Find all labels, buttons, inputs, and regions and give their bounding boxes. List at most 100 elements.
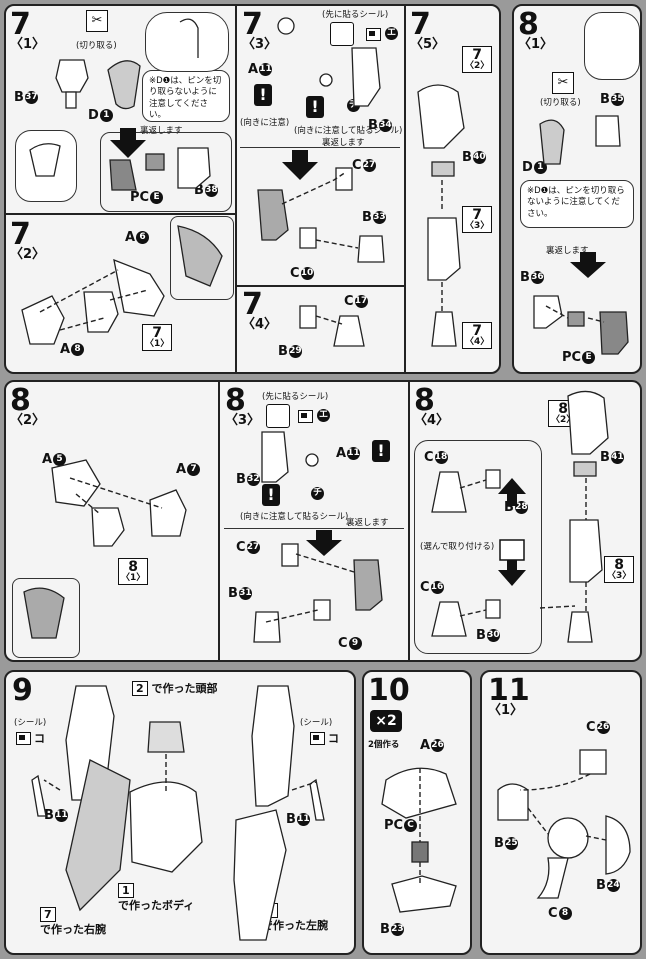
part-label-b25: B25 bbox=[494, 836, 518, 851]
part-drawing bbox=[573, 461, 597, 477]
assembly-line bbox=[75, 493, 101, 515]
part-drawing bbox=[485, 599, 501, 619]
part-drawing bbox=[599, 311, 629, 355]
assembly-line bbox=[295, 553, 355, 573]
part-label-b41: B41 bbox=[600, 450, 624, 465]
part-drawing bbox=[23, 587, 65, 639]
ref-box-7-1: 7〈1〉 bbox=[142, 324, 173, 351]
part-label-b37: B37 bbox=[14, 90, 38, 105]
part-label-b38: B38 bbox=[194, 183, 218, 198]
ref-box-8-1: 8〈1〉 bbox=[118, 558, 149, 585]
assembly-line bbox=[539, 605, 576, 609]
part-drawing bbox=[353, 559, 383, 611]
arrow-down-icon bbox=[498, 558, 526, 586]
assembly-line bbox=[39, 269, 119, 313]
part-drawing bbox=[55, 59, 89, 93]
part-drawing bbox=[147, 721, 185, 753]
part-drawing bbox=[309, 778, 325, 821]
caution-note: ※D❶は、ピンを切り取らないように注意してください。 bbox=[142, 70, 230, 122]
sticker-sheet-icon bbox=[330, 22, 354, 46]
caution-sticker-label: (向きに注意して貼るシール) bbox=[294, 126, 403, 136]
cut-label: (切り取る) bbox=[540, 98, 581, 108]
part-drawing bbox=[497, 783, 529, 821]
part-label-b23: B23 bbox=[380, 922, 404, 937]
part-drawing bbox=[107, 60, 141, 110]
sticker-code-chi: チ bbox=[311, 487, 324, 500]
head-ref: 2 で作った頭部 bbox=[132, 680, 218, 696]
part-label-c18: C18 bbox=[424, 450, 448, 465]
result-box bbox=[100, 132, 232, 212]
part-label-b11: B11 bbox=[286, 812, 310, 827]
part-label-b24: B24 bbox=[596, 878, 620, 893]
step-8-2-number: 8〈2〉 bbox=[10, 383, 46, 428]
assembly-line bbox=[459, 479, 487, 489]
part-drawing bbox=[391, 875, 457, 913]
step-8-1-number: 8〈1〉 bbox=[518, 7, 554, 52]
assembly-line bbox=[519, 773, 591, 791]
multiplier-badge: ×2 bbox=[370, 710, 402, 732]
choose-label: (選んで取り付ける) bbox=[420, 542, 495, 552]
part-drawing bbox=[65, 91, 77, 109]
sticker-code-e: エ bbox=[317, 409, 330, 422]
part-label-b11: B11 bbox=[44, 808, 68, 823]
step-7-3-number: 7〈3〉 bbox=[242, 7, 278, 52]
flip-label: 裏返します bbox=[346, 518, 389, 528]
seal-code: コ bbox=[34, 732, 45, 745]
part-drawing bbox=[319, 73, 333, 87]
make-two-label: 2個作る bbox=[368, 740, 400, 750]
part-drawing bbox=[357, 235, 385, 263]
inset-box bbox=[12, 578, 80, 658]
part-drawing bbox=[251, 685, 295, 807]
part-drawing bbox=[179, 18, 199, 58]
arrow-down-icon bbox=[570, 252, 606, 278]
part-drawing bbox=[313, 599, 331, 621]
part-drawing bbox=[177, 147, 211, 189]
sticker-first-label: (先に貼るシール) bbox=[322, 10, 389, 20]
part-drawing bbox=[83, 291, 119, 333]
part-drawing bbox=[51, 459, 101, 507]
part-label-b36: B36 bbox=[520, 270, 544, 285]
inset-box bbox=[170, 216, 234, 300]
part-label-b33: B33 bbox=[362, 210, 386, 225]
arrow-down-icon bbox=[282, 150, 318, 180]
ref-box-7-3: 7〈3〉 bbox=[462, 206, 493, 233]
divider bbox=[218, 380, 220, 662]
sticker-sheet-icon bbox=[266, 404, 290, 428]
nipper-icon: ✂ bbox=[552, 72, 574, 94]
step-8-3-number: 8〈3〉 bbox=[225, 383, 261, 428]
part-drawing bbox=[431, 161, 455, 177]
part-drawing bbox=[567, 611, 593, 643]
step-7-5-number: 7〈5〉 bbox=[410, 7, 446, 52]
part-drawing bbox=[91, 507, 125, 547]
choice-icon bbox=[499, 539, 525, 561]
assembly-line bbox=[585, 835, 607, 841]
part-drawing bbox=[381, 767, 457, 819]
part-drawing bbox=[299, 227, 317, 249]
step-8-4-number: 8〈4〉 bbox=[414, 383, 450, 428]
part-label-a11: A11 bbox=[336, 446, 361, 461]
assembly-line bbox=[291, 781, 317, 791]
part-drawing bbox=[65, 759, 131, 912]
caution-sticker-label: (向きに注意して貼るシール) bbox=[240, 512, 349, 522]
sticker-icon bbox=[366, 28, 381, 41]
divider bbox=[404, 4, 406, 374]
part-label-c10: C10 bbox=[290, 266, 314, 281]
part-drawing bbox=[21, 295, 65, 345]
part-drawing bbox=[569, 519, 603, 583]
part-drawing bbox=[299, 305, 317, 329]
part-drawing bbox=[145, 153, 165, 171]
nipper-icon: ✂ bbox=[86, 10, 108, 32]
part-drawing bbox=[261, 431, 289, 483]
arrow-down-icon bbox=[306, 530, 342, 556]
part-label-c27: C27 bbox=[236, 540, 260, 555]
flip-label: 裏返します bbox=[140, 126, 183, 136]
part-drawing bbox=[485, 469, 501, 489]
assembly-line bbox=[281, 171, 347, 205]
